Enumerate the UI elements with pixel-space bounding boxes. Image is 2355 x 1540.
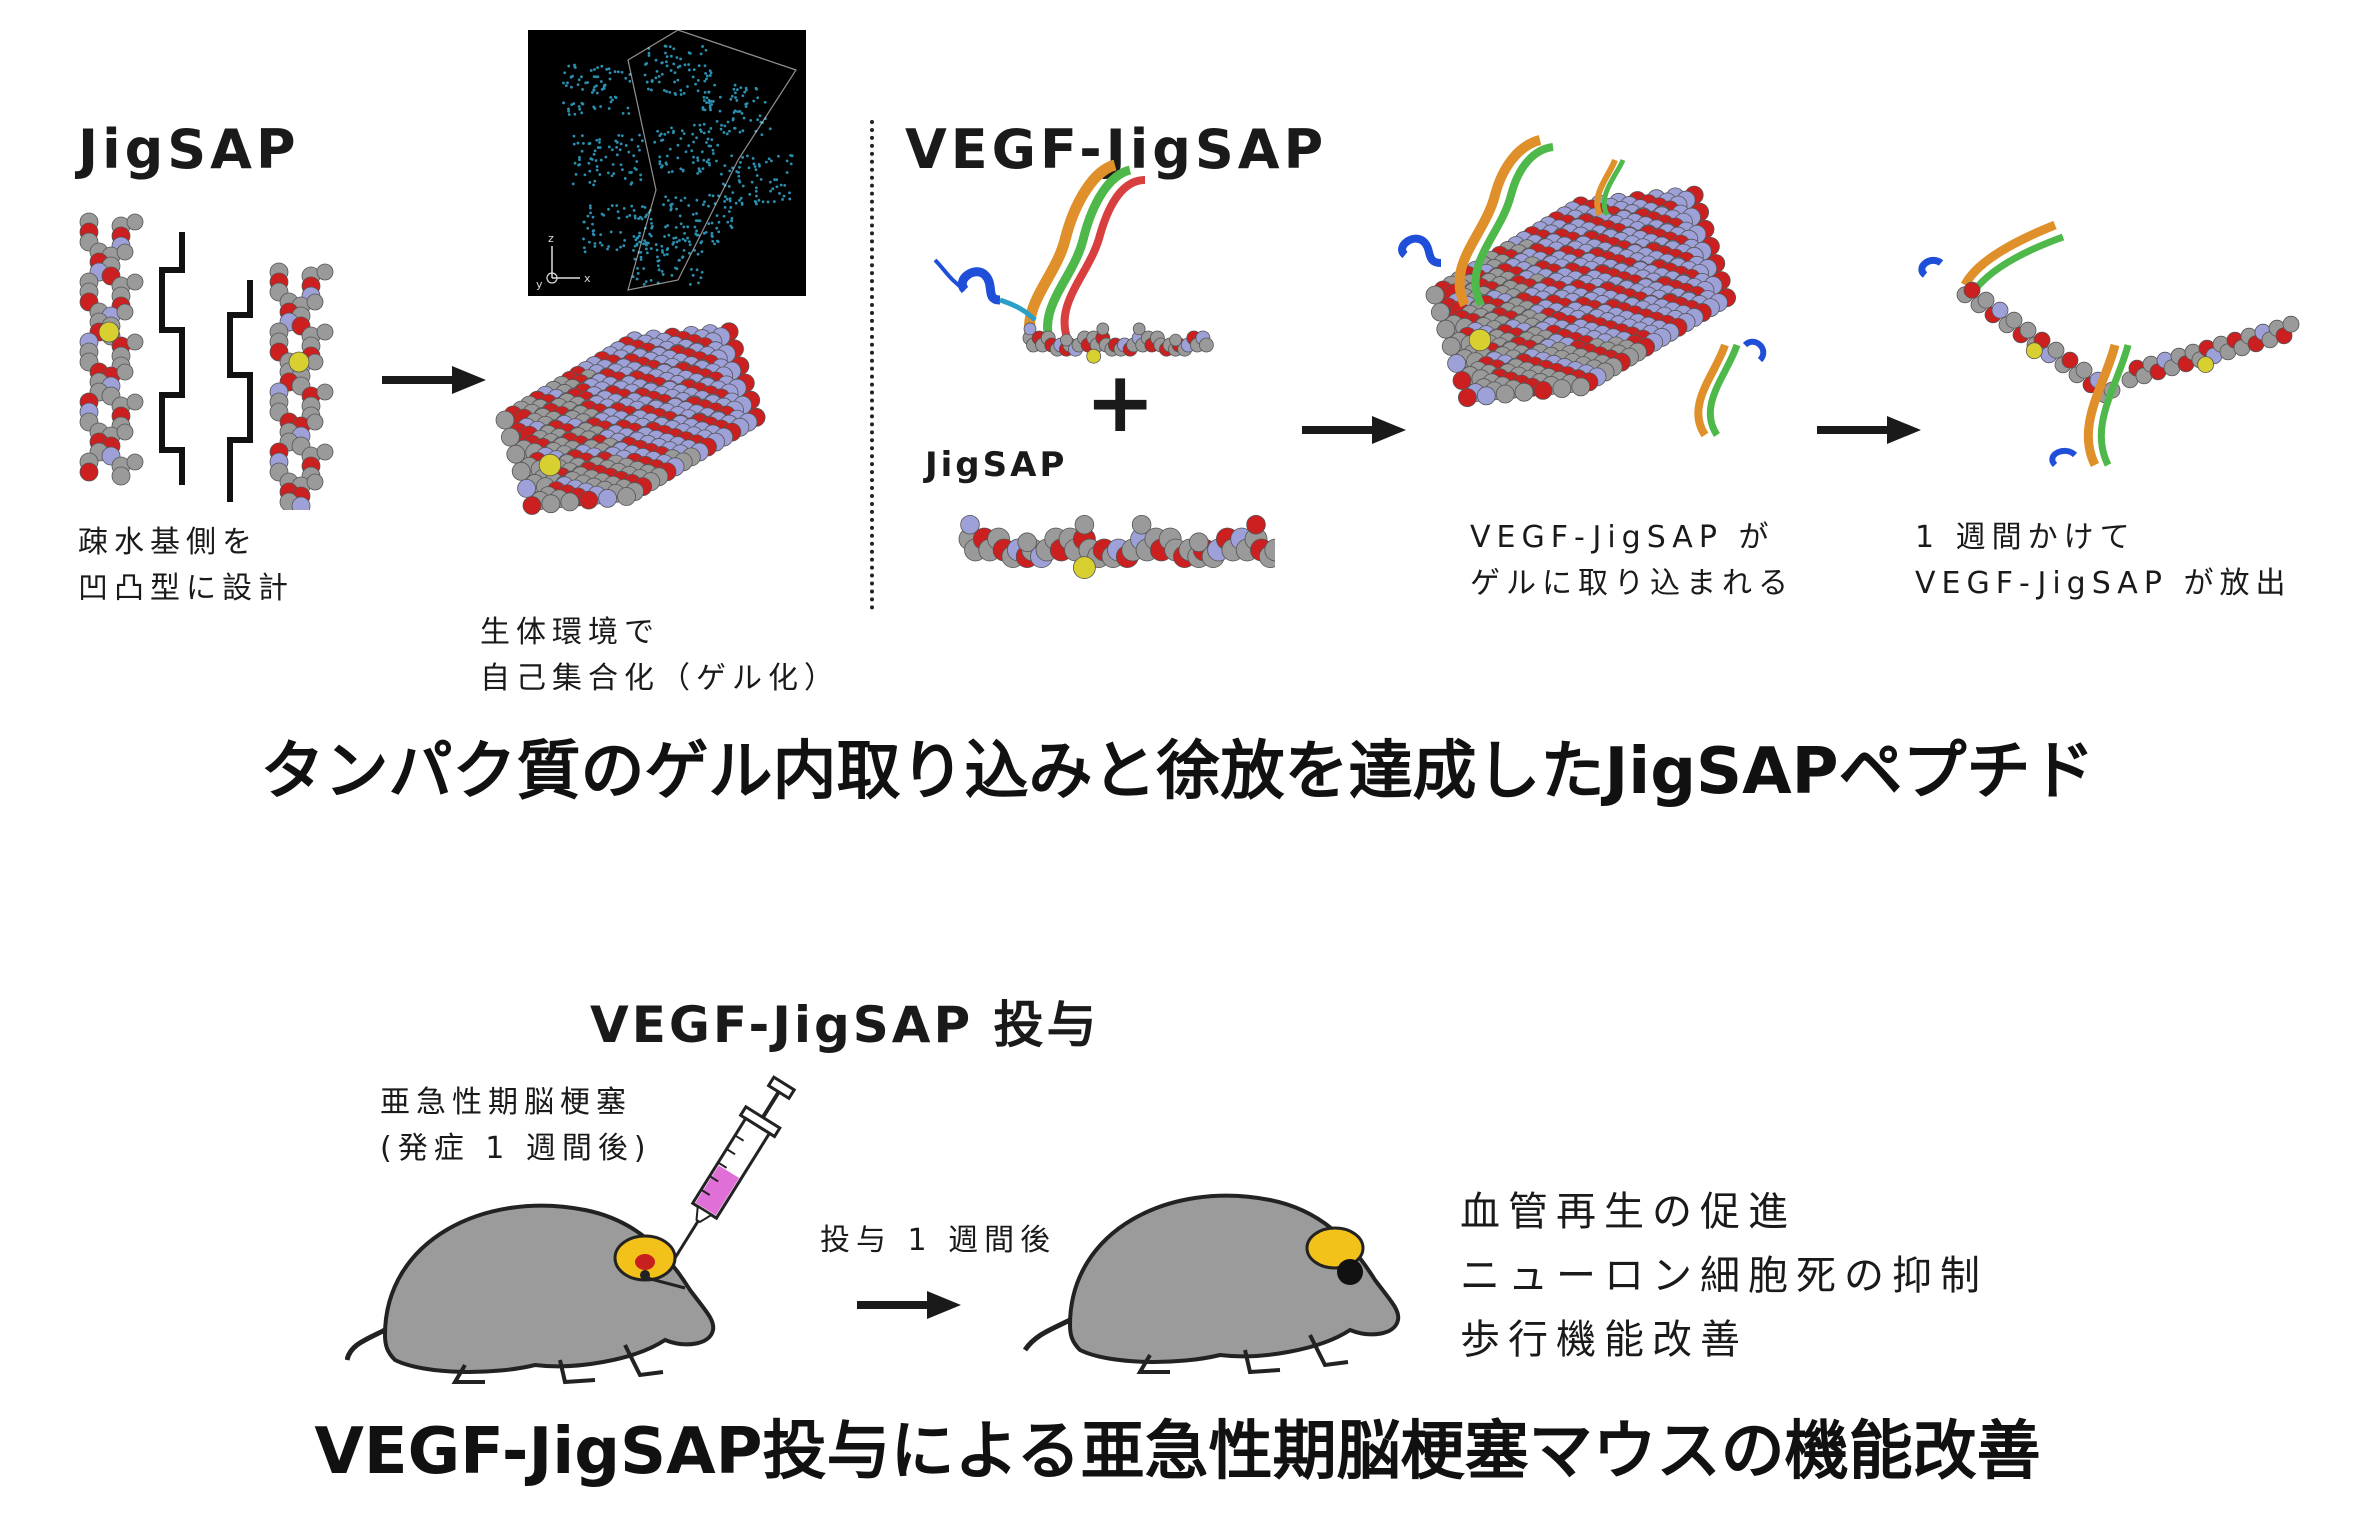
effect-item: 歩行機能改善 — [1460, 1317, 1748, 1363]
effects-list: 血管再生の促進 ニューロン細胞死の抑制 歩行機能改善 — [1460, 1180, 1988, 1372]
condition-line2: (発症 1 週間後) — [380, 1131, 652, 1166]
jigsap-peptide-pair-illustration — [79, 212, 334, 510]
inset-molecular-simulation: z x y — [528, 30, 806, 296]
condition-line1: 亜急性期脳梗塞 — [380, 1085, 632, 1120]
peptide-molecule-right — [269, 262, 334, 510]
jigsap-horizontal-peptide — [958, 514, 1275, 579]
jigsaw-outline-right — [227, 280, 253, 502]
vegf-peptide-chain — [1022, 322, 1214, 364]
effect-item: ニューロン細胞死の抑制 — [1460, 1253, 1988, 1299]
vegf-protein-ribbon — [933, 160, 1146, 353]
inset-axis-z-label: z — [548, 232, 554, 245]
injection-label: VEGF-JigSAP 投与 — [590, 996, 1100, 1054]
mouse-before-illustration — [345, 1203, 716, 1385]
jigsap-title: JigSAP — [78, 118, 300, 181]
arrow-incorporation — [1302, 416, 1406, 444]
self-assembly-note: 生体環境で 自己集合化（ゲル化） — [480, 610, 840, 702]
release-line1: 1 週間かけて — [1915, 520, 2136, 555]
section-divider — [870, 120, 874, 610]
hydrophobic-note-line1: 疎水基側を — [78, 525, 258, 560]
fiber-bundle-with-vegf — [1398, 135, 1767, 438]
release-note: 1 週間かけて VEGF-JigSAP が放出 — [1915, 515, 2291, 607]
hydrophobic-note: 疎水基側を 凹凸型に設計 — [78, 520, 294, 612]
peptide-molecule-left — [79, 212, 144, 486]
self-assembly-line2: 自己集合化（ゲル化） — [480, 661, 840, 696]
released-vegf-jigsap — [1918, 220, 2300, 468]
incorporated-vegf-ribbons — [1398, 135, 1767, 438]
inset-axis-y-label: y — [536, 278, 543, 291]
released-vegf-ribbon-2 — [2049, 343, 2132, 468]
mouse2-tail — [1022, 1317, 1072, 1352]
fiber-bundle-2-atoms — [1425, 185, 1737, 408]
arrow-self-assembly — [382, 366, 486, 394]
mouse2-eye — [1337, 1259, 1363, 1285]
inset-axis-x-label: x — [584, 272, 591, 285]
fiber-bundle-atoms — [495, 322, 766, 515]
mouse-after-illustration — [1022, 1193, 1401, 1375]
after-one-week-label: 投与 1 週間後 — [820, 1223, 1057, 1258]
incorporation-line2: ゲルに取り込まれる — [1470, 566, 1794, 601]
arrow-release — [1817, 416, 1921, 444]
inset-dot-cloud — [562, 44, 794, 286]
self-assembled-fiber-bundle — [495, 322, 766, 515]
vegf-jigsap-molecule — [933, 160, 1214, 364]
jigsaw-outline-left — [159, 232, 185, 485]
arrow-after-treatment — [857, 1291, 961, 1319]
mouse1-body — [382, 1203, 716, 1374]
release-line2: VEGF-JigSAP が放出 — [1915, 566, 2292, 601]
mouse2-brain-spot — [1305, 1226, 1365, 1270]
bottom-caption: VEGF-JigSAP投与による亜急性期脳梗塞マウスの機能改善 — [314, 1415, 2041, 1489]
mouse1-tail — [345, 1327, 387, 1361]
plus-sign: + — [1085, 353, 1158, 451]
condition-note: 亜急性期脳梗塞 (発症 1 週間後) — [380, 1080, 652, 1172]
incorporation-note: VEGF-JigSAP が ゲルに取り込まれる — [1470, 515, 1794, 607]
released-peptide-1 — [1956, 281, 2121, 404]
horizontal-peptide-atoms — [958, 514, 1275, 579]
released-vegf-ribbon-1 — [1918, 220, 2065, 299]
effect-item: 血管再生の促進 — [1460, 1189, 1796, 1235]
top-caption: タンパク質のゲル内取り込みと徐放を達成したJigSAPペプチド — [260, 735, 2095, 809]
incorporation-line1: VEGF-JigSAP が — [1470, 520, 1775, 555]
self-assembly-line1: 生体環境で — [480, 615, 660, 650]
jigsap-small-label: JigSAP — [925, 445, 1068, 485]
released-peptide-2 — [2121, 315, 2300, 389]
hydrophobic-note-line2: 凹凸型に設計 — [78, 571, 294, 606]
